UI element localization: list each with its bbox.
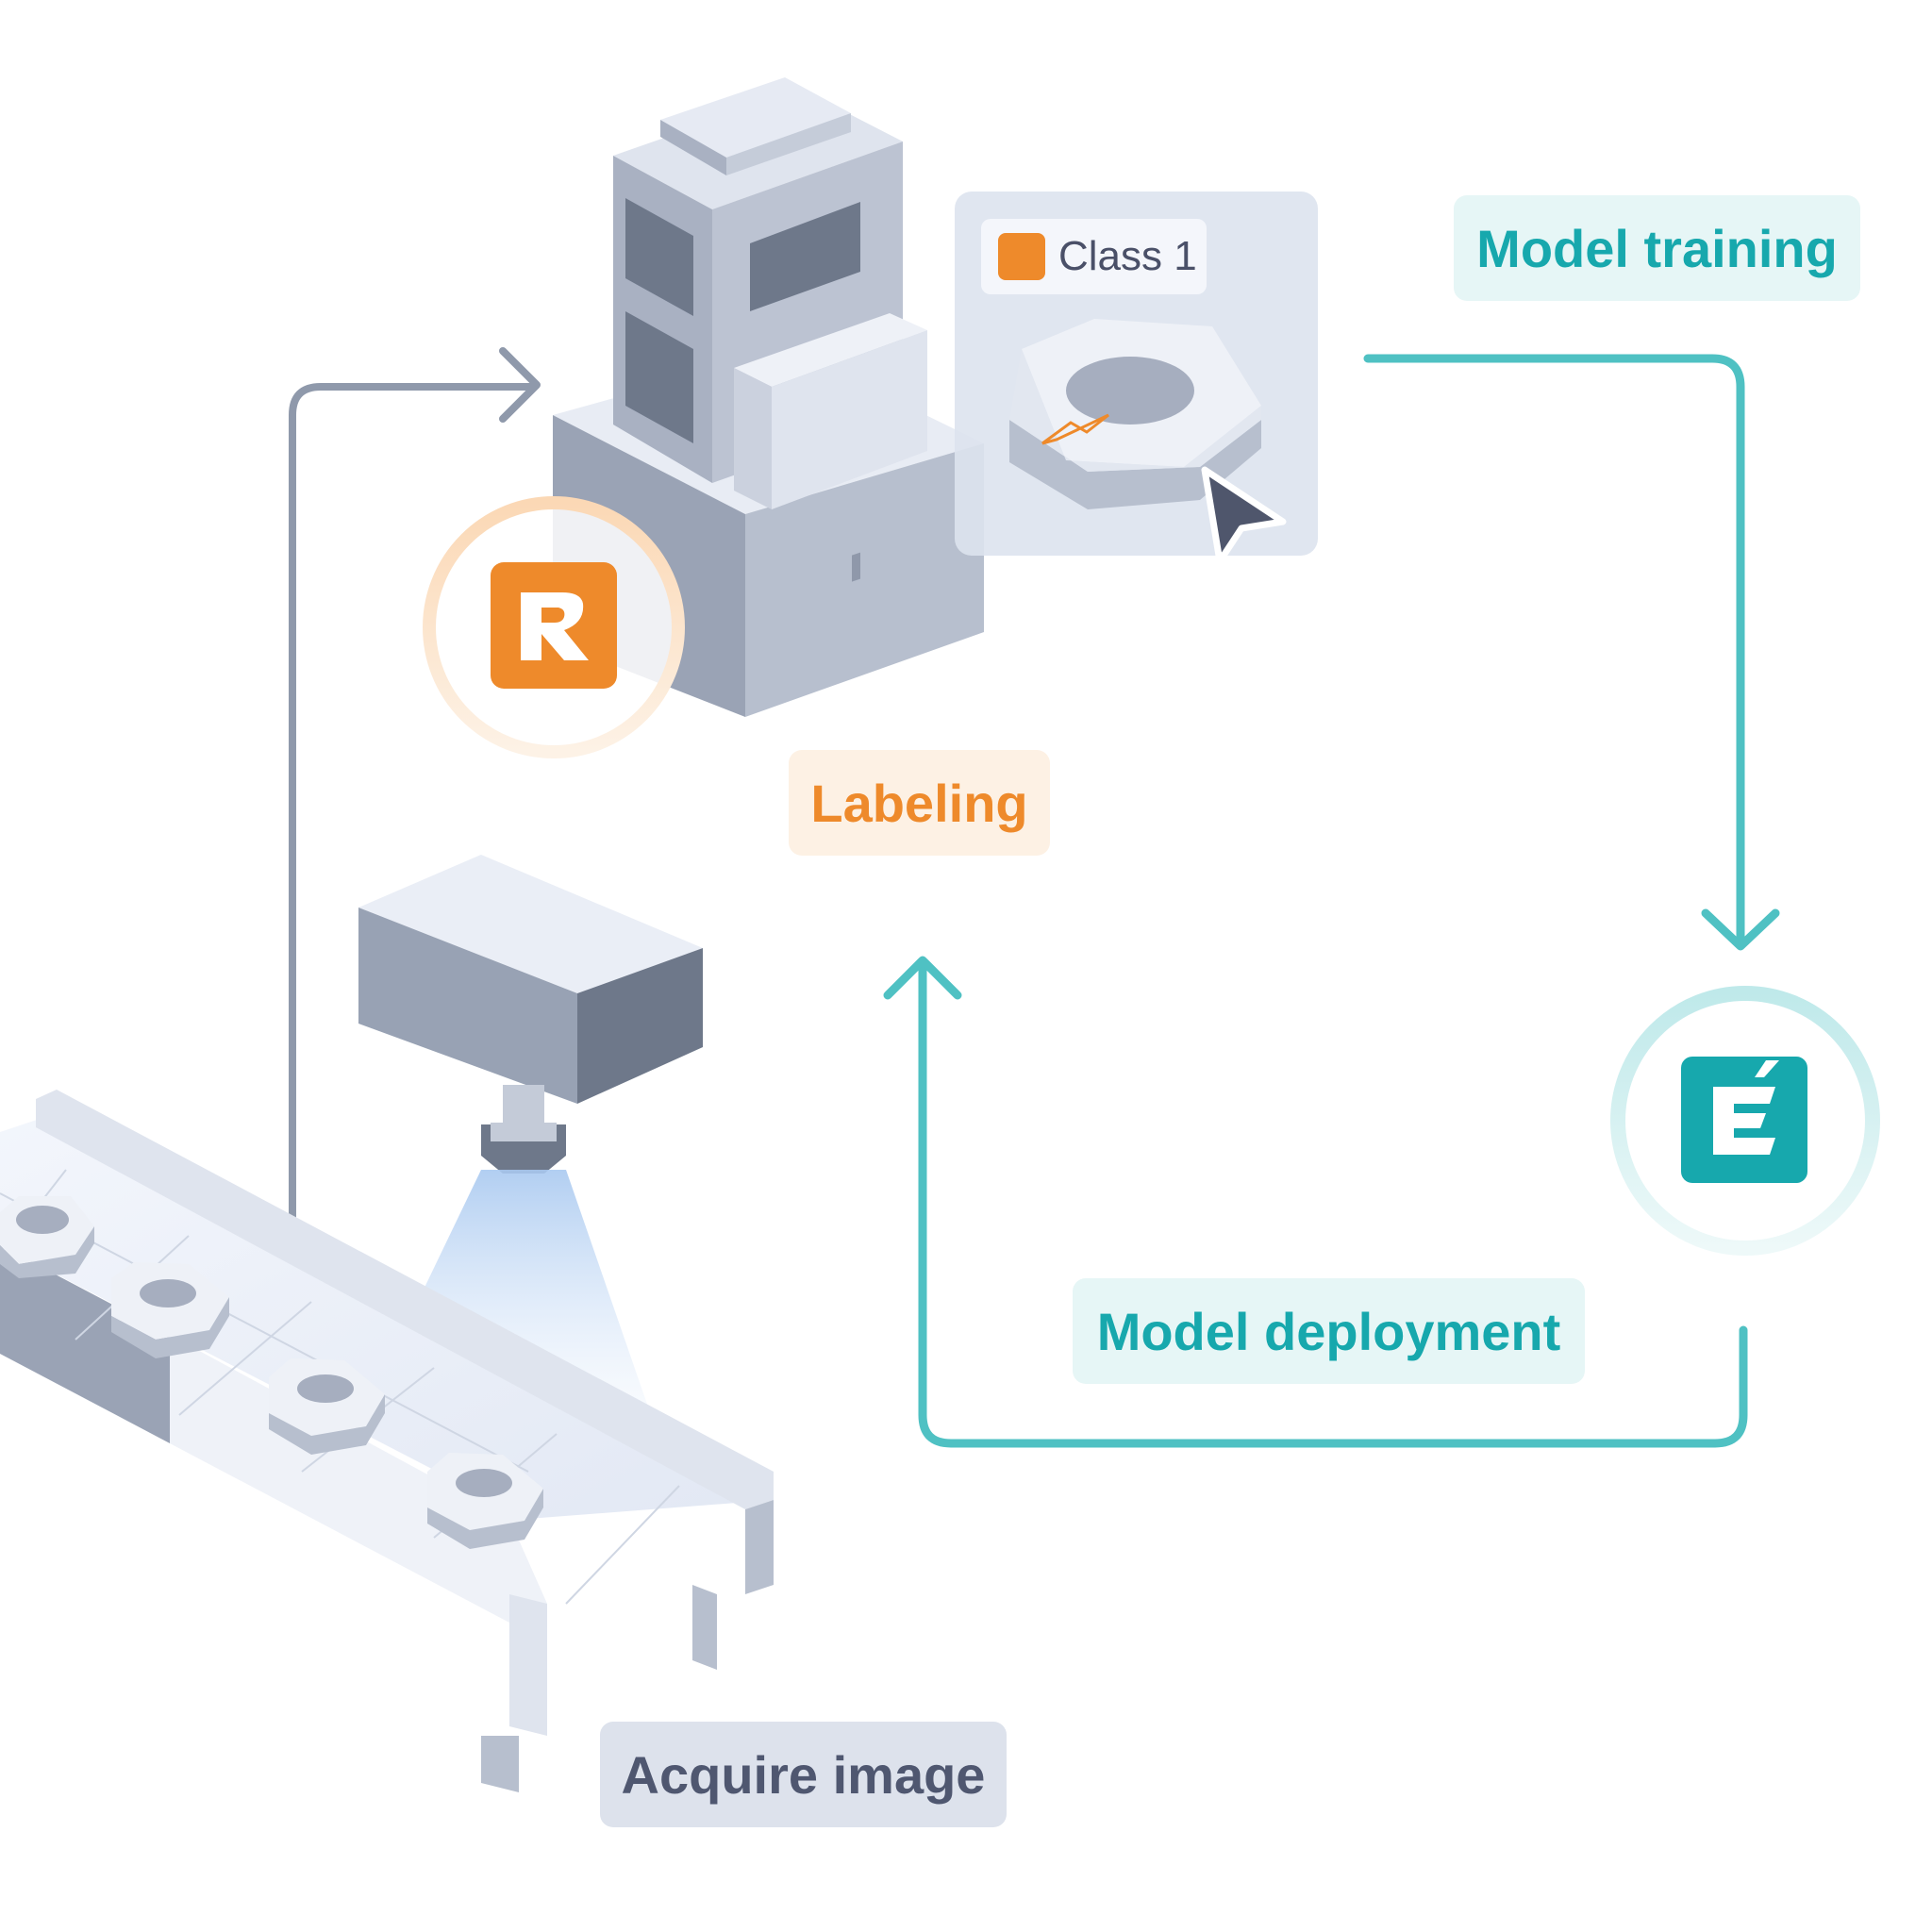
labeling-station [553, 77, 984, 717]
belt-nut [427, 1453, 543, 1549]
class-name: Class 1 [1058, 233, 1197, 279]
belt-nut [269, 1358, 385, 1455]
acquire-image-label: Acquire image [600, 1722, 1007, 1827]
class-label-chip: Class 1 [981, 219, 1207, 294]
deployment-arrow [883, 956, 1748, 1448]
conveyor-belt [0, 1090, 774, 1792]
training-arrow [1363, 354, 1780, 951]
acquire-to-labeling-arrow [289, 347, 541, 1221]
belt-nut [0, 1196, 94, 1278]
model-training-label: Model training [1454, 195, 1860, 301]
deployment-app-badge [1610, 986, 1880, 1256]
belt-nut [111, 1262, 229, 1358]
class-color-swatch [998, 233, 1045, 280]
mouse-cursor-icon [1201, 466, 1287, 565]
labeling-label: Labeling [789, 750, 1050, 856]
model-deployment-label: Model deployment [1073, 1278, 1585, 1384]
labeling-app-badge [423, 496, 685, 758]
